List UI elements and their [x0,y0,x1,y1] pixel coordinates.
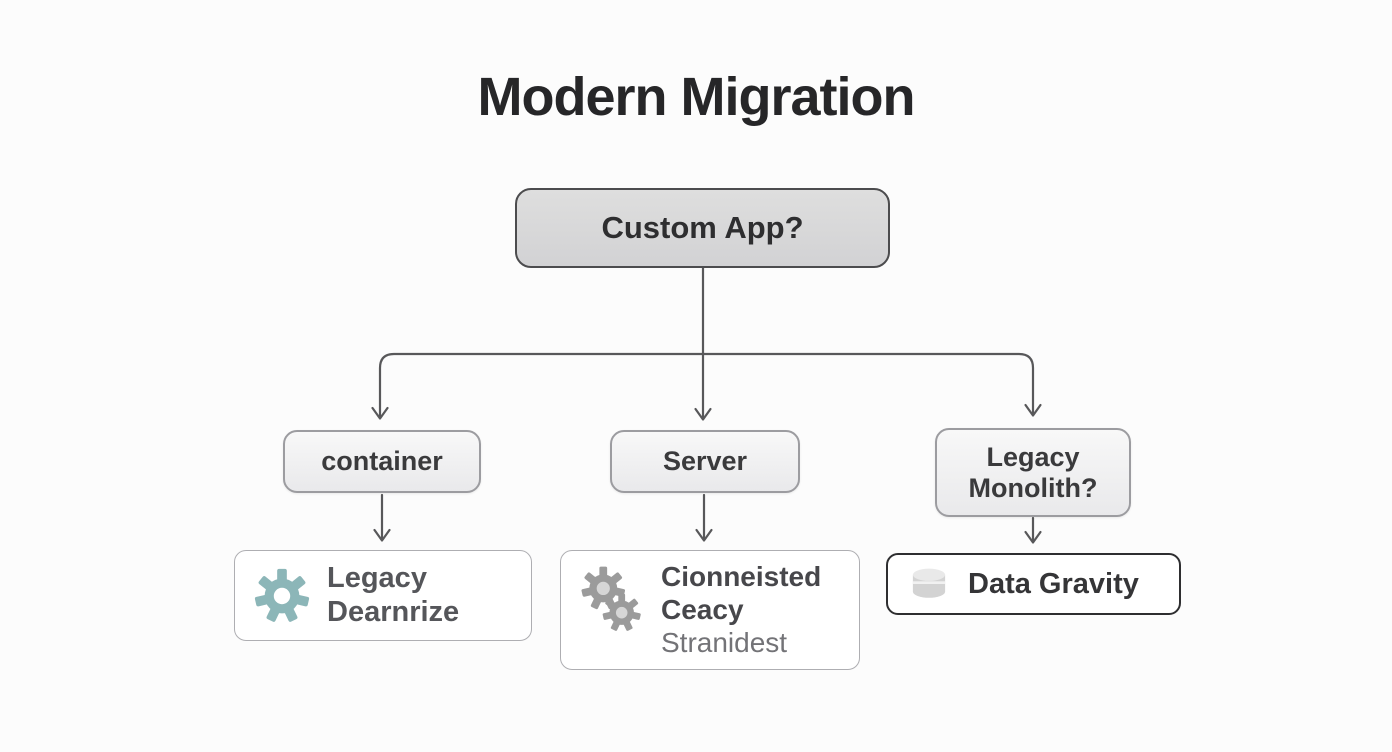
node-cionneisted-line1: Cionneisted [661,561,822,592]
node-legacy-dearnrize-line2: Dearnrize [327,595,460,628]
database-icon [906,561,952,607]
node-legacy-monolith: Legacy Monolith? [935,428,1131,517]
node-container: container [283,430,481,493]
diagram-title: Modern Migration [477,67,916,127]
node-legacy-monolith-line2: Monolith? [968,472,1098,503]
gears-icon [579,563,645,641]
node-legacy-monolith-line1: Legacy [986,442,1080,473]
node-data-gravity-label: Data Gravity [968,567,1139,600]
node-custom-app-label: Custom App? [601,210,804,245]
node-server: Server [610,430,800,493]
arrowhead-right [1024,403,1042,417]
node-server-label: Server [662,446,748,476]
node-legacy-dearnrize-line1: Legacy [327,561,427,594]
node-cionneisted-ceacy: Cionneisted Ceacy Stranidest [560,550,860,670]
arrowhead-right-leaf [1024,530,1042,544]
node-cionneisted-line3: Stranidest [661,626,788,658]
arrowhead-center [694,407,712,421]
arrowhead-left-leaf [373,528,391,542]
arrowhead-center-leaf [695,528,713,542]
node-custom-app: Custom App? [515,188,890,268]
node-cionneisted-line2: Ceacy [661,593,744,625]
node-data-gravity: Data Gravity [886,553,1181,615]
node-legacy-dearnrize: Legacy Dearnrize [234,550,532,641]
gear-icon [253,567,311,625]
connector-branch-rail [378,352,1035,419]
node-container-label: container [321,446,443,476]
arrowhead-left [371,406,389,420]
